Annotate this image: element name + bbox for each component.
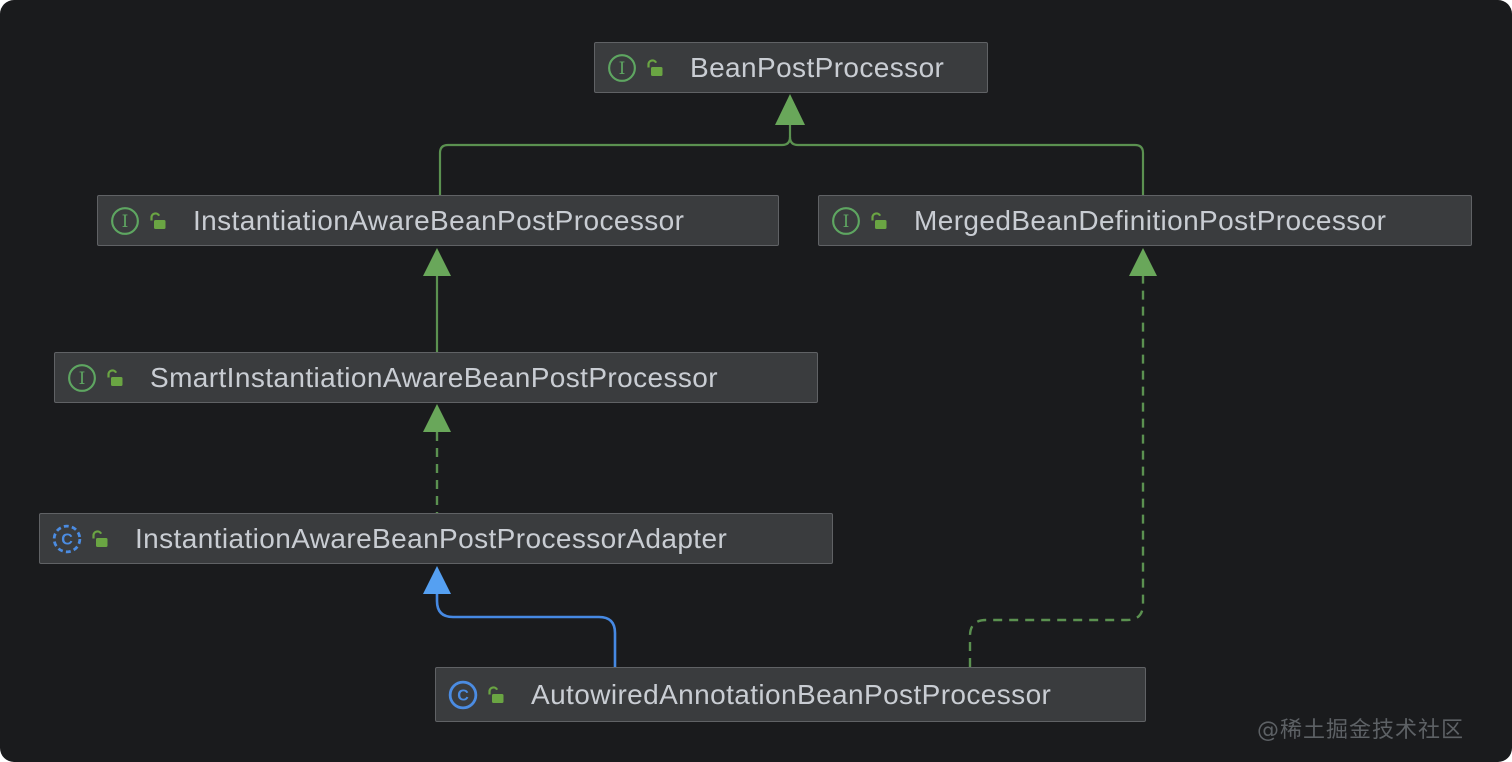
- lock-shackle: [871, 211, 882, 220]
- class-icon-ring: [448, 680, 478, 709]
- arrowhead-smart-extends-instantiationaware: [423, 248, 451, 276]
- abstract-class-icon: C: [52, 524, 82, 554]
- open-lock-icon: [485, 684, 507, 706]
- interface-icon-letter: I: [79, 368, 86, 388]
- arrowhead-extends-beanpostprocessor: [775, 94, 805, 125]
- watermark: @稀土掘金技术社区: [1256, 718, 1464, 743]
- node-smart-instantiation-aware-bean-post-processor[interactable]: I SmartInstantiationAwareBeanPostProcess…: [54, 352, 818, 403]
- interface-icon-letter: I: [122, 211, 129, 231]
- edge-instantiationaware-extends-beanpostprocessor: [438, 125, 792, 195]
- lock-body: [111, 376, 123, 386]
- node-merged-bean-definition-post-processor[interactable]: I MergedBeanDefinitionPostProcessor: [818, 195, 1472, 246]
- interface-icon: I: [110, 206, 140, 236]
- interface-icon: I: [67, 363, 97, 393]
- arrowhead-adapter-implements-smart: [423, 404, 451, 432]
- open-lock-icon: [868, 210, 890, 232]
- lock-shackle: [647, 58, 658, 67]
- arrowhead-autowired-extends-adapter: [423, 566, 451, 594]
- interface-icon: I: [607, 53, 637, 83]
- class-name-label: InstantiationAwareBeanPostProcessorAdapt…: [135, 522, 728, 554]
- interface-icon-ring: [111, 206, 139, 235]
- edge-mergedbeandefinition-extends-beanpostprocessor: [788, 136, 1145, 195]
- open-lock-icon: [147, 210, 169, 232]
- class-name-label: BeanPostProcessor: [690, 51, 945, 83]
- class-icon-letter: C: [457, 686, 469, 704]
- open-lock-icon: [104, 367, 126, 389]
- lock-shackle: [150, 211, 161, 220]
- node-bean-post-processor[interactable]: I BeanPostProcessor: [594, 42, 988, 93]
- open-lock-icon: [89, 528, 111, 550]
- class-icon-ring: [52, 524, 82, 553]
- node-autowired-annotation-bean-post-processor[interactable]: C AutowiredAnnotationBeanPostProcessor: [435, 667, 1146, 722]
- lock-shackle: [107, 368, 118, 377]
- interface-icon-ring: [68, 363, 96, 392]
- class-name-label: AutowiredAnnotationBeanPostProcessor: [531, 678, 1052, 710]
- lock-body: [96, 537, 108, 547]
- interface-icon-letter: I: [843, 211, 850, 231]
- node-instantiation-aware-bean-post-processor[interactable]: I InstantiationAwareBeanPostProcessor: [97, 195, 779, 246]
- edge-autowired-extends-adapter: [435, 594, 617, 667]
- interface-icon-ring: [608, 53, 636, 82]
- lock-body: [651, 66, 663, 76]
- class-name-label: MergedBeanDefinitionPostProcessor: [914, 204, 1387, 236]
- lock-body: [154, 219, 166, 229]
- lock-shackle: [488, 685, 499, 694]
- lock-shackle: [92, 529, 103, 538]
- lock-body: [875, 219, 887, 229]
- arrowhead-autowired-implements-merged: [1129, 248, 1157, 276]
- lock-body: [492, 693, 504, 703]
- node-instantiation-aware-bean-post-processor-adapter[interactable]: C InstantiationAwareBeanPostProcessorAda…: [39, 513, 833, 564]
- class-icon: C: [448, 680, 478, 710]
- class-name-label: InstantiationAwareBeanPostProcessor: [193, 204, 685, 236]
- open-lock-icon: [644, 57, 666, 79]
- interface-icon-ring: [832, 206, 860, 235]
- class-icon-letter: C: [61, 530, 73, 548]
- interface-icon-letter: I: [619, 58, 626, 78]
- class-name-label: SmartInstantiationAwareBeanPostProcessor: [150, 361, 718, 393]
- interface-icon: I: [831, 206, 861, 236]
- edge-autowired-implements-merged: [968, 276, 1145, 667]
